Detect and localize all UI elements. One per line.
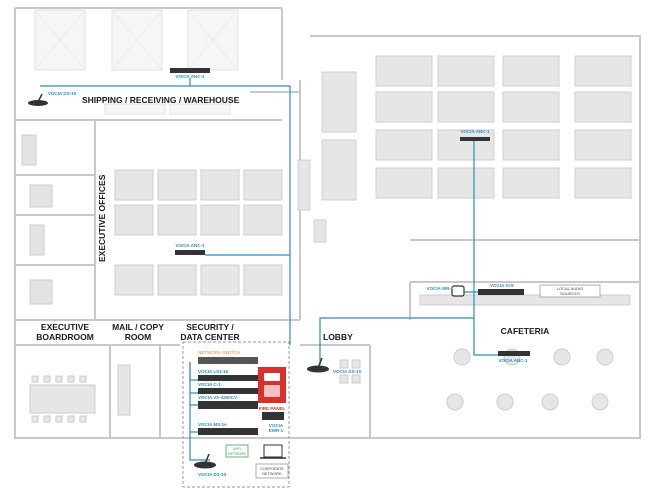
device-ds-security (194, 453, 216, 469)
cafeteria-furniture (339, 294, 631, 411)
walls (14, 7, 641, 439)
device-ewr1 (262, 412, 284, 420)
device-wr1 (451, 285, 465, 297)
wifi-box (225, 444, 249, 458)
device-anc-office (460, 137, 490, 141)
label-wr1: VOCIA WR-1 (427, 286, 454, 291)
label-ms16: VOCIA MS-1e (198, 422, 227, 427)
cubicles-right (297, 55, 632, 243)
label-network-switch: NETWORK SWITCH (198, 350, 240, 355)
label-executive-offices: EXECUTIVE OFFICES (97, 174, 107, 262)
corp-network-box (255, 463, 289, 479)
device-anc-cafe (498, 351, 530, 356)
label-anc-shipping: VOCIA ANC-1 (176, 74, 205, 79)
device-fire-panel (258, 367, 286, 403)
device-va4300cv (198, 401, 258, 409)
label-corp-2: NETWORK (262, 472, 282, 476)
laptop-icon (260, 444, 286, 459)
label-corp-1: CORPORATE (260, 467, 284, 471)
label-anc-exec: VOCIA ANC-1 (176, 243, 205, 248)
device-anc-exec (175, 250, 205, 255)
label-boardroom-2: BOARDROOM (36, 332, 94, 342)
device-ds-shipping (28, 93, 48, 106)
label-shipping: SHIPPING / RECEIVING / WAREHOUSE (82, 95, 240, 105)
label-ls16: VOCIA LS1-16 (198, 369, 229, 374)
label-local-audio-1: LOCAL AUDIO (557, 286, 584, 291)
security-zone-box (182, 341, 290, 488)
label-wifi-1: WIFI (233, 447, 240, 451)
label-ds-lobby: VOCIA DS-10 (333, 369, 362, 374)
warehouse-windows (34, 9, 239, 115)
device-ds-lobby (307, 357, 329, 373)
exec-office-desks (21, 134, 53, 305)
device-anc-shipping (170, 68, 210, 73)
label-boardroom-1: EXECUTIVE (41, 322, 90, 332)
boardroom-table (29, 364, 131, 423)
label-lobby: LOBBY (323, 332, 353, 342)
label-security-1: SECURITY / (186, 322, 234, 332)
label-ds-security: VOCIA DS-10 (198, 472, 227, 477)
network-cables (40, 78, 500, 461)
label-wifi-2: NETWORK (228, 452, 247, 456)
label-fire-panel: FIRE PANEL (259, 406, 286, 411)
label-anc-cafe: VOCIA ANC-1 (499, 358, 528, 363)
label-anc-office: VOCIA ANC-1 (461, 129, 490, 134)
device-c1 (198, 388, 258, 394)
label-mail-1: MAIL / COPY (112, 322, 164, 332)
label-security-2: DATA CENTER (180, 332, 239, 342)
local-audio-box (539, 284, 601, 298)
label-ds-shipping: VOCIA DS-10 (48, 91, 77, 96)
label-ewr1-2: EWR-1 (269, 428, 284, 433)
label-mail-2: ROOM (125, 332, 151, 342)
cubicles-middle (114, 169, 283, 296)
label-local-audio-2: SOURCES (560, 291, 580, 296)
label-vi8: VOCIA VI-8 (490, 283, 514, 288)
device-ls16 (198, 375, 258, 381)
label-ewr1-1: VOCIA (269, 423, 284, 428)
device-ms16 (198, 428, 258, 435)
device-vi8 (478, 289, 524, 295)
label-cafeteria: CAFETERIA (501, 326, 550, 336)
label-va4300cv: VOCIA VA-4300CV (198, 395, 237, 400)
device-network-switch (198, 357, 258, 364)
label-c1: VOCIA C-1 (198, 382, 221, 387)
